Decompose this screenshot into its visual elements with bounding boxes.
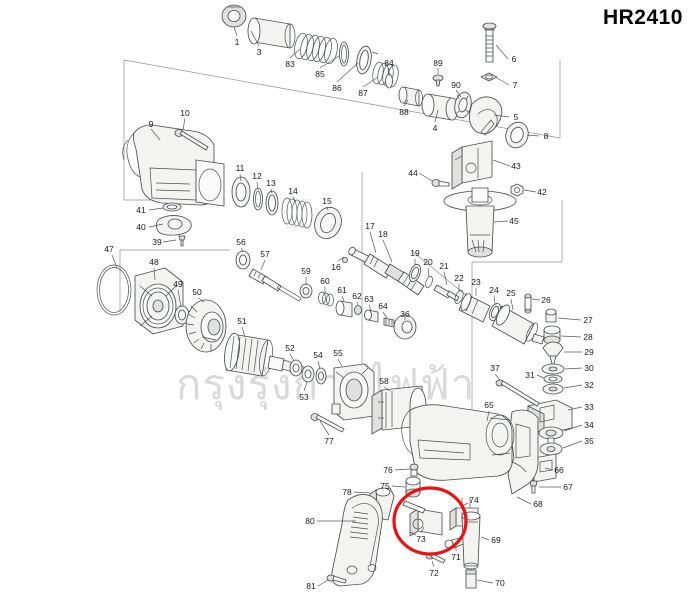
part-number-label-71: 71 [451, 552, 461, 562]
part-number-label-52: 52 [285, 343, 295, 353]
part-number-label-78: 78 [342, 487, 352, 497]
part-number-label-45: 45 [509, 216, 519, 226]
part-number-label-25: 25 [506, 288, 516, 298]
part-number-label-11: 11 [235, 163, 245, 173]
part-number-label-23: 23 [471, 277, 481, 287]
part-number-label-16: 16 [331, 262, 341, 272]
part-number-label-59: 59 [301, 266, 311, 276]
part-number-label-40: 40 [136, 222, 146, 232]
part-number-label-12: 12 [252, 171, 262, 181]
part-number-label-51: 51 [237, 316, 247, 326]
part-group-spindle-assembly [421, 22, 529, 149]
part-number-label-75: 75 [380, 481, 390, 491]
part-group-crank-shaft [235, 246, 460, 340]
part-number-label-21: 21 [439, 261, 449, 271]
part-number-label-58: 58 [379, 376, 389, 386]
part-number-label-18: 18 [378, 229, 388, 239]
part-group-cylinder [454, 290, 573, 494]
part-number-label-35: 35 [584, 436, 594, 446]
part-number-label-27: 27 [583, 315, 593, 325]
part-number-label-30: 30 [584, 363, 594, 373]
part-number-label-65: 65 [484, 400, 494, 410]
part-number-label-72: 72 [429, 568, 439, 578]
part-number-label-54: 54 [313, 350, 323, 360]
part-number-label-64: 64 [378, 301, 388, 311]
part-number-label-53: 53 [299, 392, 309, 402]
part-number-label-47: 47 [104, 244, 114, 254]
part-number-label-14: 14 [288, 186, 298, 196]
part-number-label-9: 9 [148, 119, 154, 129]
part-number-label-22: 22 [454, 273, 464, 283]
pointer-lines [111, 26, 583, 587]
part-number-label-61: 61 [337, 285, 347, 295]
part-number-label-90: 90 [451, 80, 461, 90]
part-group-top-row [221, 4, 423, 107]
part-number-label-32: 32 [584, 380, 594, 390]
part-group-rotor-assembly [96, 264, 307, 377]
part-number-label-15: 15 [322, 196, 332, 206]
part-number-label-69: 69 [491, 535, 501, 545]
page-title: HR2410 [602, 6, 683, 29]
part-group-switch-column [431, 140, 524, 258]
part-number-label-74: 74 [469, 495, 479, 505]
highlight-circle-part-73 [392, 486, 468, 556]
part-number-label-39: 39 [152, 237, 162, 247]
part-number-label-3: 3 [256, 47, 262, 57]
part-number-label-1: 1 [234, 37, 240, 47]
part-number-label-7: 7 [512, 80, 518, 90]
part-number-label-67: 67 [563, 482, 573, 492]
part-number-label-88: 88 [399, 107, 409, 117]
part-number-label-57: 57 [260, 249, 270, 259]
part-number-label-42: 42 [537, 187, 547, 197]
part-number-label-41: 41 [136, 205, 146, 215]
part-number-label-33: 33 [584, 402, 594, 412]
part-number-label-63: 63 [364, 294, 374, 304]
part-group-field-assembly [289, 359, 507, 439]
part-number-label-4: 4 [432, 123, 438, 133]
part-number-label-86: 86 [332, 83, 342, 93]
part-number-label-6: 6 [511, 54, 517, 64]
part-number-label-26: 26 [541, 295, 551, 305]
part-number-label-62: 62 [352, 291, 362, 301]
part-number-label-85: 85 [315, 69, 325, 79]
part-number-label-87: 87 [358, 88, 368, 98]
part-number-label-28: 28 [583, 332, 593, 342]
part-number-label-77: 77 [324, 436, 334, 446]
part-group-lower-body [326, 404, 539, 589]
part-number-label-5: 5 [513, 112, 519, 122]
part-number-label-37: 37 [490, 363, 500, 373]
part-number-label-20: 20 [423, 257, 433, 267]
part-number-label-49: 49 [173, 279, 183, 289]
part-number-label-73: 73 [416, 534, 426, 544]
part-number-label-36: 36 [400, 309, 410, 319]
part-number-label-66: 66 [554, 465, 564, 475]
part-number-label-24: 24 [489, 285, 499, 295]
part-number-label-56: 56 [236, 237, 246, 247]
part-number-label-80: 80 [305, 516, 315, 526]
part-number-label-44: 44 [408, 168, 418, 178]
part-number-label-31: 31 [525, 370, 535, 380]
part-number-label-89: 89 [433, 58, 443, 68]
part-number-label-76: 76 [383, 465, 393, 475]
part-number-label-17: 17 [365, 221, 375, 231]
part-number-label-50: 50 [192, 287, 202, 297]
part-number-label-19: 19 [410, 248, 420, 258]
part-number-label-10: 10 [180, 108, 190, 118]
part-number-label-70: 70 [495, 578, 505, 588]
part-number-label-68: 68 [533, 499, 543, 509]
part-number-label-8: 8 [543, 131, 549, 141]
part-number-label-34: 34 [584, 420, 594, 430]
part-number-label-13: 13 [266, 178, 276, 188]
part-number-label-83: 83 [285, 59, 295, 69]
part-number-label-43: 43 [511, 161, 521, 171]
part-number-label-48: 48 [149, 257, 159, 267]
part-number-label-29: 29 [584, 347, 594, 357]
part-group-housing [122, 124, 342, 247]
part-number-label-84: 84 [384, 58, 394, 68]
part-number-label-81: 81 [306, 581, 316, 591]
part-number-label-60: 60 [320, 276, 330, 286]
part-number-label-55: 55 [333, 348, 343, 358]
